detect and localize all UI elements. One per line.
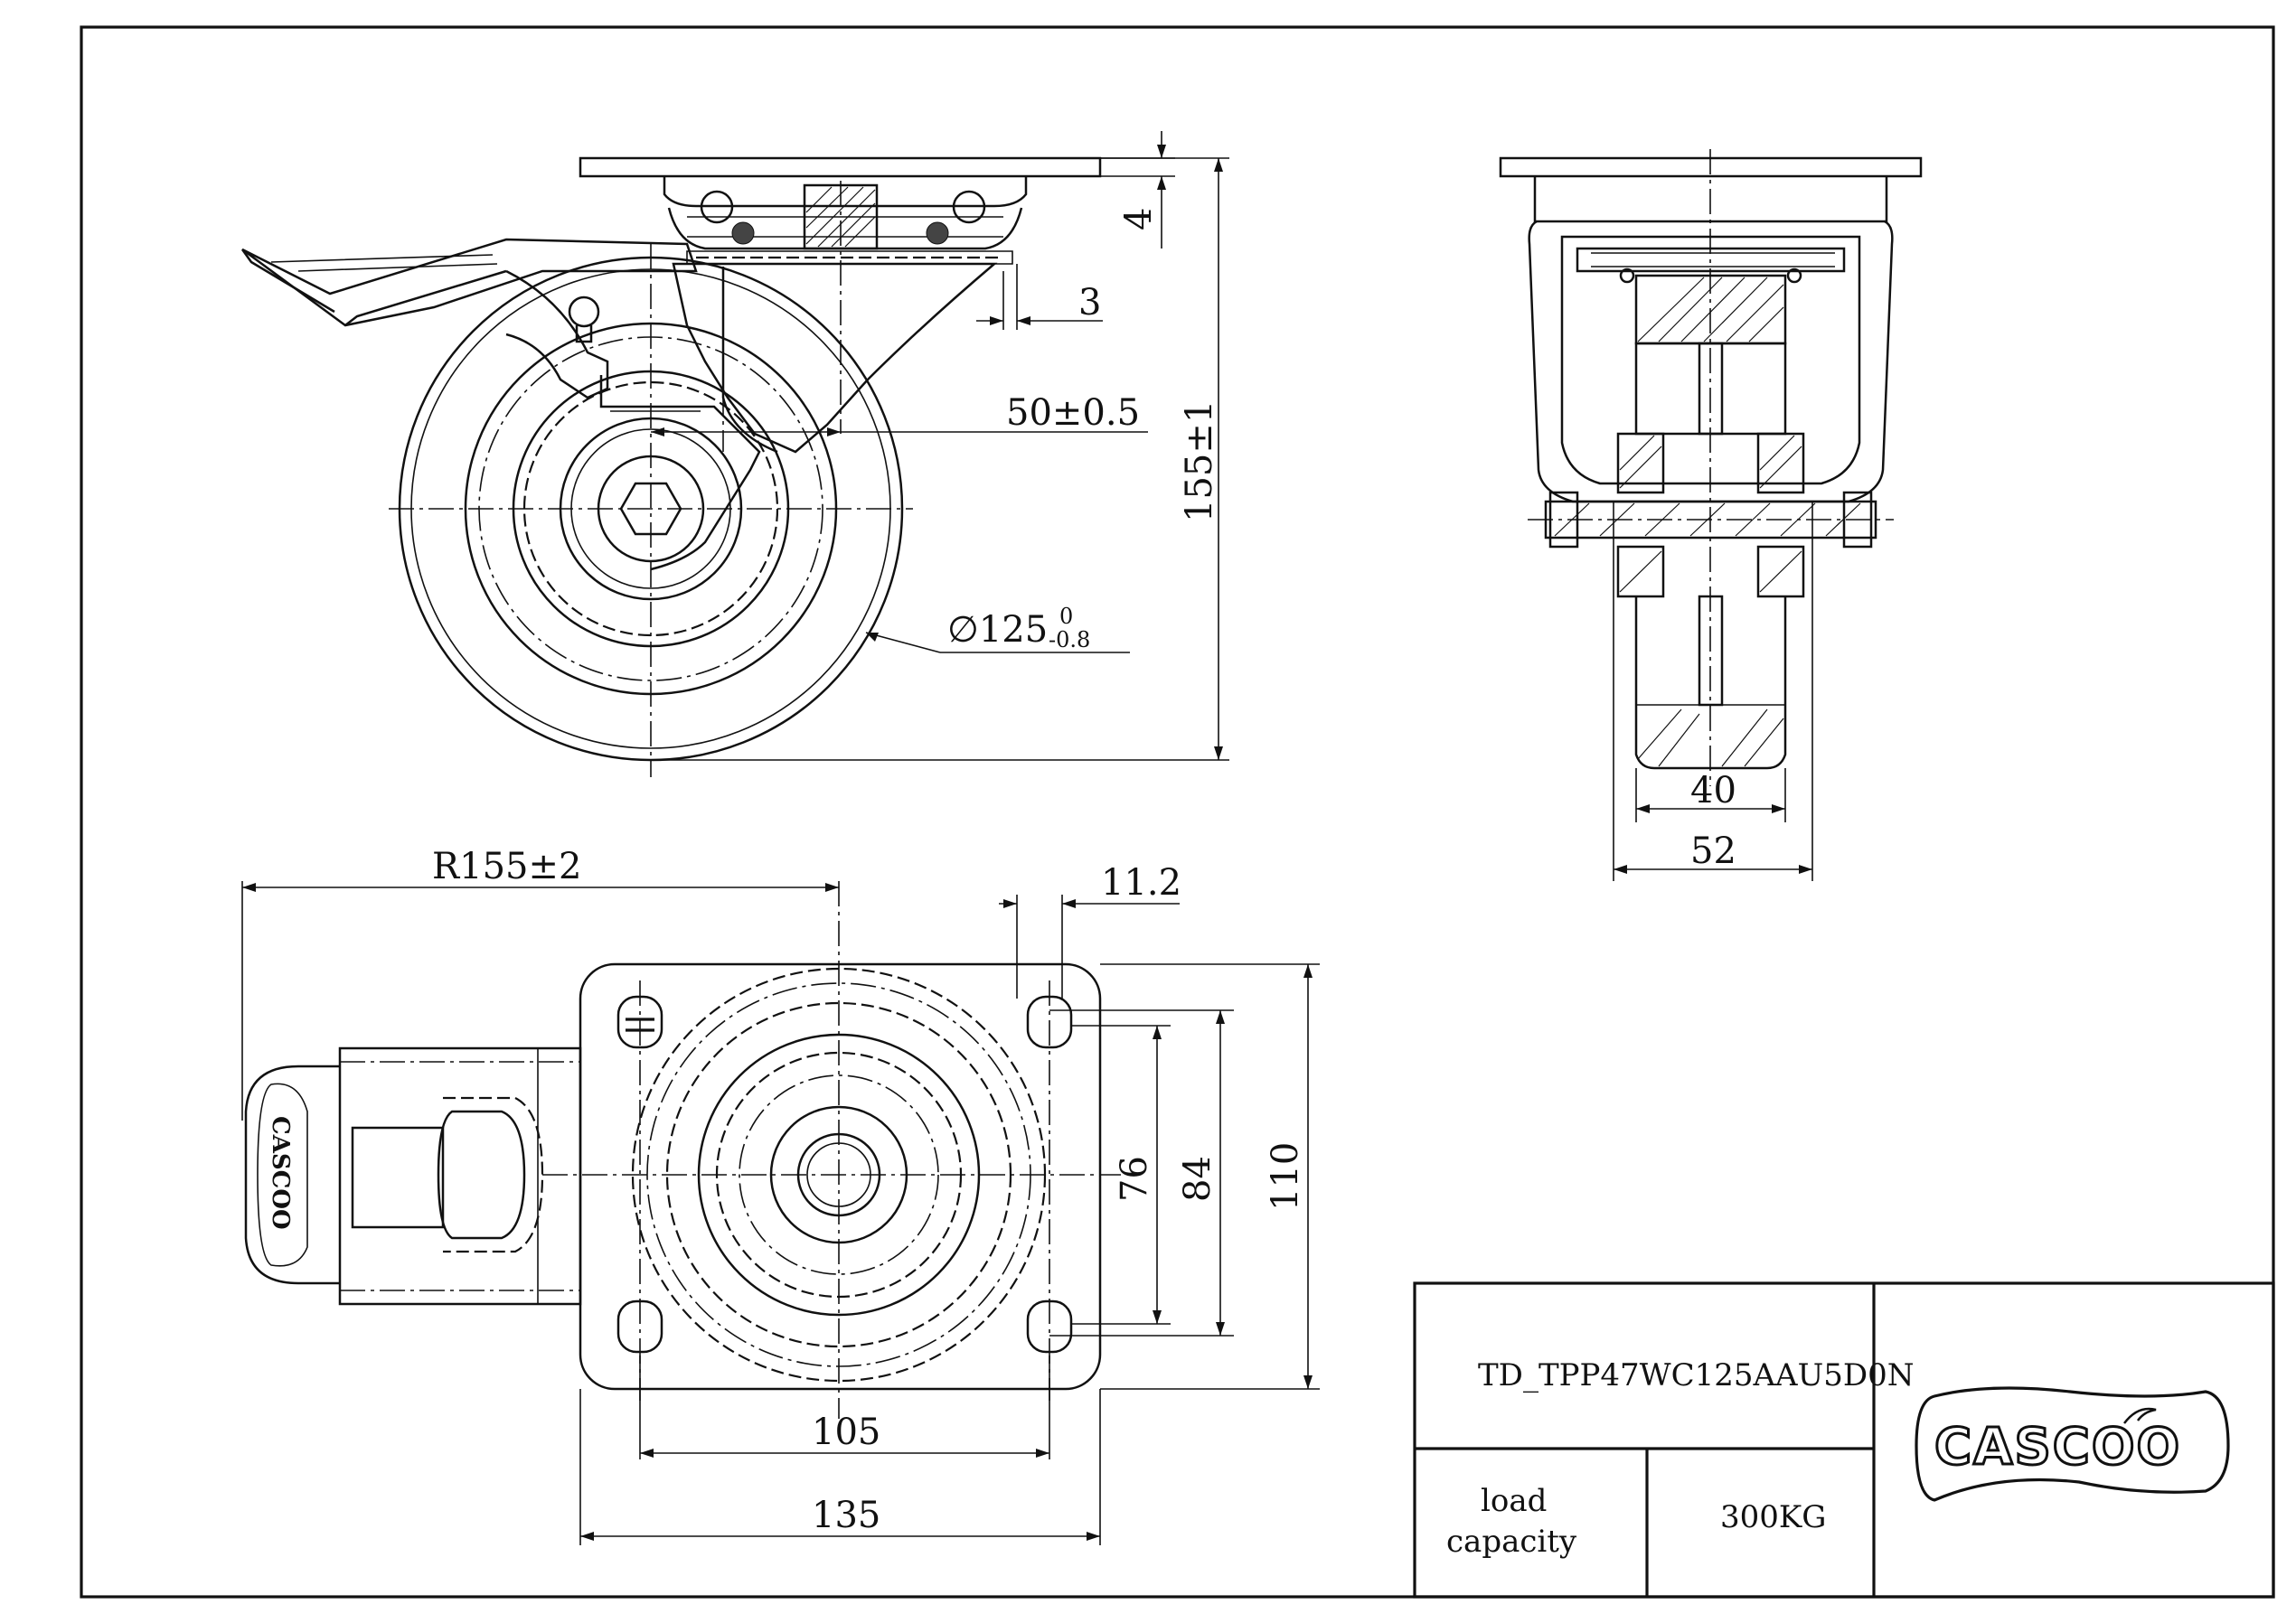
dim-wheel-diameter: ∅125 — [947, 609, 1048, 651]
dim-hole-slot: 11.2 — [1101, 862, 1181, 904]
load-value: 300KG — [1720, 1499, 1826, 1535]
dim-hole-spacing-long: 105 — [812, 1412, 880, 1453]
cascoo-logo: CASCOO — [1915, 1386, 2230, 1502]
dim-swivel-radius: R155±2 — [432, 846, 581, 887]
dim-swivel-offset: 50±0.5 — [1006, 392, 1140, 434]
dim-wheel-width: 40 — [1690, 770, 1736, 812]
part-number: TD_TPP47WC125AAU5D0N — [1478, 1357, 1915, 1393]
dim-wheel-diameter-lower-tol: -0.8 — [1049, 627, 1090, 652]
dim-hole-spacing-mid: 84 — [1177, 1156, 1219, 1202]
dim-plate-width: 135 — [812, 1495, 880, 1536]
drawing-border — [80, 25, 2275, 1599]
title-block: TD_TPP47WC125AAU5D0N load capacity 300KG… — [1413, 1281, 2275, 1599]
load-label-line2: capacity — [1446, 1524, 1577, 1560]
dim-overall-height: 155±1 — [1179, 400, 1220, 522]
dim-hole-spacing-short: 76 — [1114, 1156, 1155, 1202]
top-view: CASCOO R155±2 11.2 76 84 — [241, 846, 1320, 1545]
side-view: 4 3 50±0.5 155±1 ∅125 0 -0.8 — [240, 131, 1229, 777]
load-label-line1: load — [1481, 1483, 1547, 1519]
dim-offset: 3 — [1078, 282, 1101, 324]
dim-wheel-diameter-upper-tol: 0 — [1059, 604, 1073, 629]
dim-plate-thickness: 4 — [1118, 208, 1160, 230]
brake-pedal-logo: CASCOO — [267, 1116, 294, 1230]
dim-fork-width: 52 — [1690, 830, 1736, 872]
front-view: 40 52 — [1499, 149, 1923, 881]
dim-plate-length: 110 — [1265, 1142, 1306, 1211]
logo-text: CASCOO — [1934, 1418, 2181, 1477]
